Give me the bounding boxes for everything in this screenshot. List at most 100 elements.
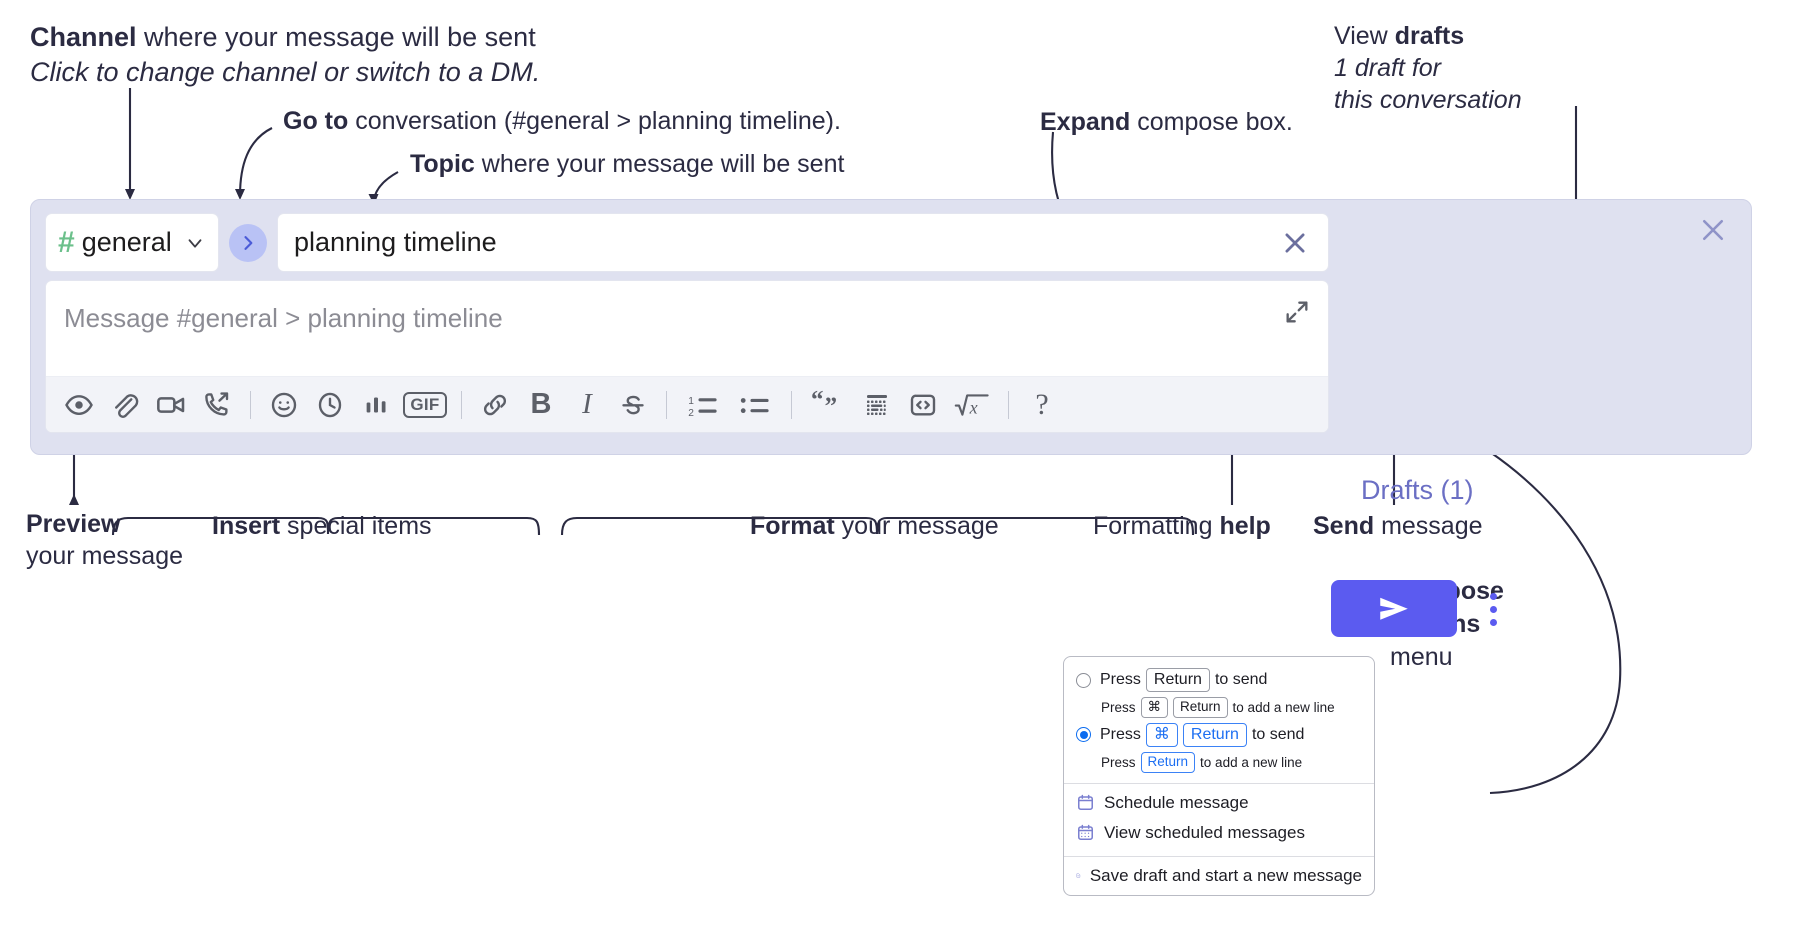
option1-subtext: Press ⌘ Return to add a new line (1064, 695, 1374, 720)
blockquote-button[interactable]: “ ” (802, 383, 854, 427)
code-icon (910, 394, 936, 415)
poll-button[interactable] (353, 383, 399, 427)
annotation-topic: Topic where your message will be sent (410, 148, 844, 180)
code-button[interactable] (900, 383, 946, 427)
more-options-icon (1489, 618, 1497, 626)
toolbar-separator (461, 390, 462, 419)
svg-text:”: ” (825, 393, 837, 420)
option2-prefix: Press (1100, 725, 1141, 743)
annotation-drafts-plain: View (1334, 22, 1395, 50)
menu-item-save-draft[interactable]: Save draft and start a new message (1064, 861, 1374, 891)
gif-icon: GIF (403, 391, 447, 418)
question-mark-icon: ? (1035, 387, 1049, 421)
option2-sub-prefix: Press (1101, 754, 1136, 770)
math-button[interactable]: x (946, 383, 998, 427)
option1-sub-prefix: Press (1101, 699, 1136, 715)
annotation-goto-rest: conversation (#general > planning timeli… (348, 107, 841, 135)
svg-text:2: 2 (688, 407, 694, 418)
option2-subtext: Press Return to add a new line (1064, 750, 1374, 775)
gif-button[interactable]: GIF (399, 383, 451, 427)
hash-icon: # (58, 225, 75, 259)
menu-item-label: View scheduled messages (1104, 822, 1305, 842)
chevron-right-icon (244, 235, 253, 250)
italic-button[interactable]: I (564, 383, 610, 427)
channel-selector[interactable]: # general (45, 213, 219, 272)
emoji-button[interactable] (261, 383, 307, 427)
menu-item-view-scheduled-messages[interactable]: View scheduled messages (1064, 818, 1374, 848)
annotation-help-bold: help (1219, 512, 1271, 540)
svg-text:“: “ (811, 390, 823, 413)
annotation-help: Formatting help (1093, 510, 1271, 542)
formatting-help-button[interactable]: ? (1019, 383, 1065, 427)
compose-options-button[interactable] (1476, 583, 1510, 635)
smiley-icon (271, 392, 297, 417)
key-command: ⌘ (1140, 697, 1169, 718)
bar-chart-icon (366, 397, 386, 412)
menu-option-cmd-return-to-send[interactable]: Press ⌘ Return to send (1064, 720, 1374, 750)
annotation-send-bold: Send (1313, 512, 1375, 540)
annotation-topic-rest: where your message will be sent (474, 150, 845, 178)
save-draft-icon (1076, 873, 1081, 878)
square-root-icon: x (954, 393, 989, 417)
menu-divider (1064, 855, 1374, 857)
compose-panel: # general planning timeline (30, 199, 1752, 637)
annotation-help-plain: Formatting (1093, 512, 1220, 540)
calendar-icon (1078, 795, 1093, 811)
radio-button-selected[interactable] (1076, 727, 1091, 743)
drafts-link[interactable]: Drafts (1) (1361, 475, 1474, 505)
expand-compose-button[interactable] (1280, 295, 1314, 329)
svg-text:1: 1 (688, 395, 694, 406)
ordered-list-button[interactable]: 1 2 (677, 383, 729, 427)
menu-item-schedule-message[interactable]: Schedule message (1064, 788, 1374, 818)
key-command: ⌘ (1145, 722, 1178, 747)
annotation-expand-rest: compose box. (1130, 108, 1293, 136)
send-paper-plane-icon (1380, 597, 1408, 620)
annotation-channel: Channel where your message will be sent … (30, 20, 540, 89)
code-block-button[interactable] (854, 383, 900, 427)
attach-button[interactable] (102, 383, 148, 427)
option1-sub-suffix: to add a new line (1232, 699, 1335, 715)
strikethrough-button[interactable] (610, 383, 656, 427)
link-icon (483, 394, 507, 415)
annotation-drafts-italic1: 1 draft for (1334, 54, 1441, 82)
annotation-goto-bold: Go to (283, 107, 349, 135)
editor-column: # general planning timeline (45, 213, 1329, 433)
annotation-channel-italic: Click to change channel or switch to a D… (30, 56, 541, 87)
option2-suffix: to send (1251, 725, 1305, 743)
toolbar-separator (250, 390, 251, 419)
video-clip-button[interactable] (148, 383, 194, 427)
radio-button[interactable] (1076, 672, 1091, 688)
reminder-button[interactable] (307, 383, 353, 427)
option1-prefix: Press (1100, 671, 1141, 688)
link-button[interactable] (472, 383, 518, 427)
annotation-expand-bold: Expand (1040, 108, 1131, 136)
key-return: Return (1173, 697, 1228, 718)
topic-field[interactable]: planning timeline (277, 213, 1329, 272)
close-icon (1702, 219, 1724, 241)
topic-clear-button[interactable] (1278, 226, 1312, 260)
annotation-goto: Go to conversation (#general > planning … (283, 105, 841, 137)
svg-text:x: x (969, 397, 978, 417)
menu-divider (1064, 782, 1374, 784)
send-button[interactable] (1331, 580, 1457, 637)
annotation-format: Format your message (750, 510, 999, 542)
compose-options-menu: Press Return to send Press ⌘ Return to a… (1063, 656, 1375, 896)
preview-button[interactable] (56, 383, 102, 427)
annotation-drafts-bold: drafts (1394, 22, 1465, 50)
topic-value: planning timeline (294, 227, 497, 257)
more-options-icon (1489, 592, 1497, 600)
bullet-list-button[interactable] (729, 383, 781, 427)
key-return: Return (1140, 751, 1196, 773)
menu-item-label: Schedule message (1104, 792, 1249, 812)
quote-icon: “ ” (811, 390, 837, 420)
annotation-preview: Preview your message (26, 508, 183, 572)
audio-clip-button[interactable] (194, 383, 240, 427)
menu-option-return-to-send[interactable]: Press Return to send (1064, 665, 1374, 695)
option2-sub-suffix: to add a new line (1200, 754, 1303, 770)
bold-button[interactable]: B (518, 383, 564, 427)
message-input[interactable]: Message #general > planning timeline (46, 281, 1328, 376)
annotation-drafts-italic2: this conversation (1334, 86, 1522, 114)
goto-conversation-button[interactable] (229, 223, 267, 262)
panel-close-button[interactable] (1697, 214, 1729, 246)
annotation-expand: Expand compose box. (1040, 106, 1293, 138)
